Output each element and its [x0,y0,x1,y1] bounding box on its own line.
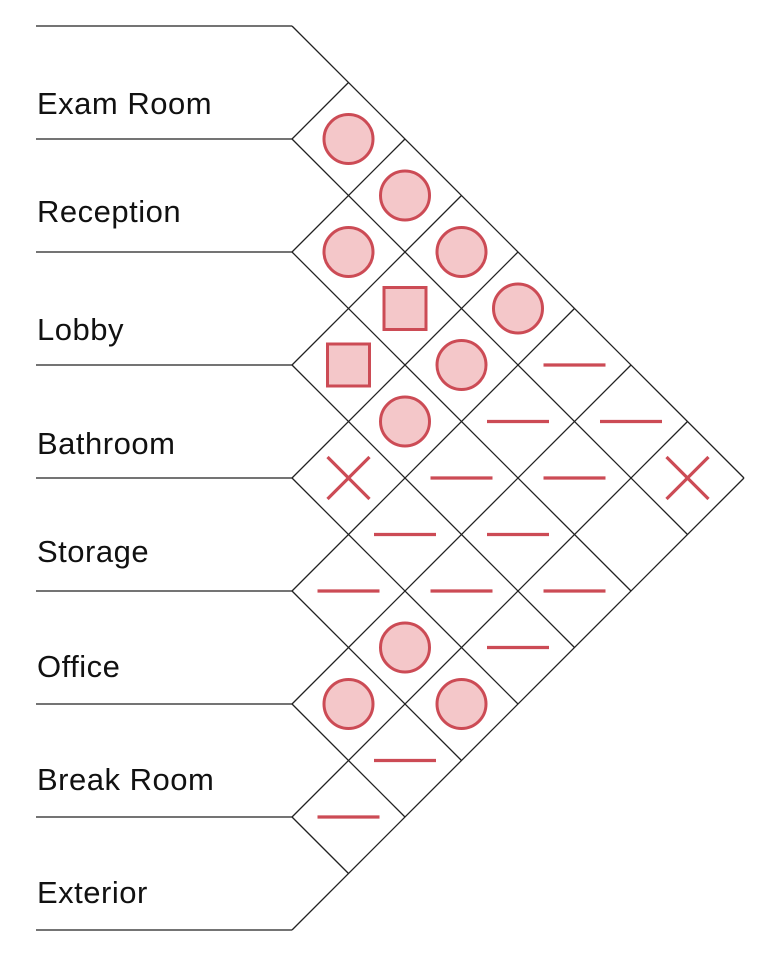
room-label-exterior: Exterior [37,875,148,910]
room-label-bathroom: Bathroom [37,426,175,461]
diagonal-line [291,138,406,253]
cross-stroke [326,455,371,501]
diagonal-line [291,421,688,818]
diagonal-line [291,251,519,479]
circle-icon [379,169,431,222]
diagonal-line [291,477,745,931]
diagonal-line [291,364,632,705]
diagonal-line [291,590,462,761]
room-label-exam-room: Exam Room [37,86,212,121]
room-label-office: Office [37,649,120,684]
circle-icon [322,678,375,730]
room-label-storage: Storage [37,534,149,569]
matrix-grid [36,25,745,931]
square-icon [382,286,428,331]
room-labels: Exam Room Reception Lobby Bathroom Stora… [37,86,214,910]
circle-icon [435,339,488,391]
room-label-break-room: Break Room [37,762,214,797]
cross-stroke [665,455,710,501]
circle-icon [322,226,375,278]
diagonal-line [291,82,349,140]
diagonal-line [291,308,575,592]
diagonal-line [291,138,688,535]
cross-icon [326,455,371,501]
diagonal-line [291,195,462,366]
circle-icon [492,282,544,335]
diagonal-line [291,364,575,648]
circle-icon [435,226,488,278]
diagonal-line [291,816,349,874]
square-icon [326,342,371,388]
room-label-reception: Reception [37,194,181,229]
room-label-lobby: Lobby [37,312,124,347]
circle-icon [322,113,375,165]
cross-icon [665,455,710,501]
circle-icon [435,678,488,730]
circle-icon [379,621,431,674]
circle-icon [379,395,431,448]
relationship-symbols [317,113,710,819]
